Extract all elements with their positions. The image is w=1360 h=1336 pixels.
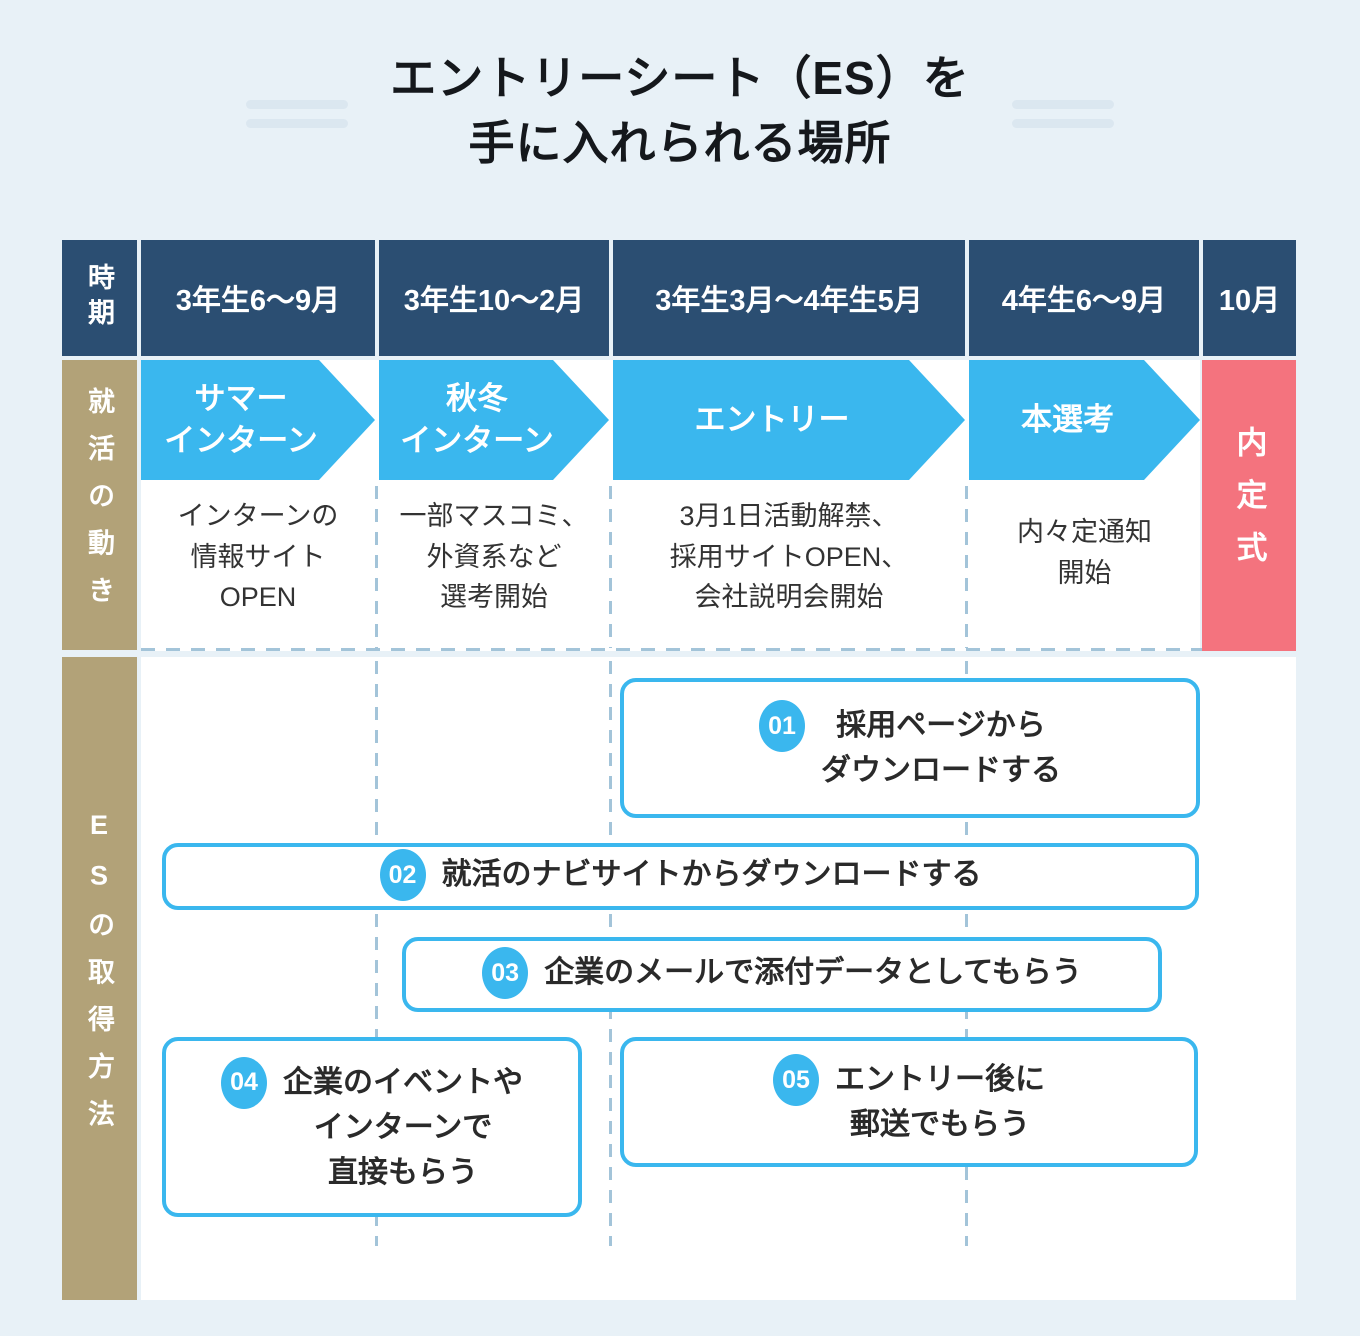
header-cell-period-5: 10月 (1203, 240, 1296, 356)
method-box-05: 05 エントリー後に郵送でもらう (620, 1037, 1198, 1167)
method-box-01: 01 採用ページからダウンロードする (620, 678, 1200, 818)
method-text: 企業のイベントやインターンで直接もらう (283, 1065, 523, 1189)
header-cell-period-2: 3年生10〜2月 (379, 240, 609, 356)
stage-arrow-entry: エントリー (613, 360, 965, 480)
method-number-badge: 01 (759, 700, 805, 752)
column-divider-dashed (375, 486, 378, 648)
method-number-badge: 05 (773, 1054, 819, 1106)
method-text: 企業のメールで添付データとしてもらう (544, 956, 1082, 989)
header-cell-period-4: 4年生6〜9月 (969, 240, 1199, 356)
page-title-line2: 手に入れられる場所 (468, 117, 892, 170)
row-label-job-hunting-activity: 就活の動き (62, 360, 137, 650)
method-box-03: 03 企業のメールで添付データとしてもらう (402, 937, 1162, 1012)
stage-note-main-selection: 内々定通知開始 (1017, 517, 1152, 588)
stage-arrow-main-selection: 本選考 (969, 360, 1200, 480)
method-box-04: 04 企業のイベントやインターンで直接もらう (162, 1037, 582, 1217)
page-title-line1: エントリーシート（ES）を (390, 52, 970, 104)
stage-note-autumn-winter-intern: 一部マスコミ、外資系など選考開始 (399, 501, 589, 612)
method-number-badge: 03 (482, 947, 529, 999)
title-decoration-left (246, 100, 348, 138)
goal-block-naiteishiki: 内定式 (1202, 360, 1296, 651)
method-text: 採用ページからダウンロードする (821, 709, 1061, 787)
column-divider-dashed (375, 661, 378, 1246)
period-label: 時期 (84, 262, 114, 334)
section-divider-dashed (141, 648, 1296, 651)
es-methods-area: 01 採用ページからダウンロードする 02 就活のナビサイトからダウンロードする… (141, 657, 1296, 1300)
method-number-badge: 02 (379, 849, 426, 901)
header-cell-period: 時期 (62, 240, 137, 356)
method-box-02: 02 就活のナビサイトからダウンロードする (162, 843, 1199, 910)
column-divider-dashed (609, 486, 612, 648)
method-text: 就活のナビサイトからダウンロードする (441, 858, 982, 891)
method-number-badge: 04 (221, 1056, 267, 1109)
es-methods-label: ESの取得方法 (84, 810, 114, 1147)
method-text: エントリー後に郵送でもらう (835, 1063, 1045, 1141)
title-decoration-right (1012, 100, 1114, 138)
header-cell-period-3: 3年生3月〜4年生5月 (613, 240, 965, 356)
stage-note-entry: 3月1日活動解禁、採用サイトOPEN、会社説明会開始 (669, 501, 909, 612)
job-hunting-activity-label: 就活の動き (84, 386, 114, 624)
stage-arrow-autumn-winter-intern: 秋冬インターン (379, 360, 609, 480)
row-label-es-methods: ESの取得方法 (62, 657, 137, 1300)
goal-label: 内定式 (1231, 426, 1267, 585)
column-divider-dashed (965, 486, 968, 648)
page-title: エントリーシート（ES）を 手に入れられる場所 (0, 46, 1360, 177)
header-cell-period-1: 3年生6〜9月 (141, 240, 375, 356)
stage-arrow-summer-intern: サマーインターン (141, 360, 375, 480)
